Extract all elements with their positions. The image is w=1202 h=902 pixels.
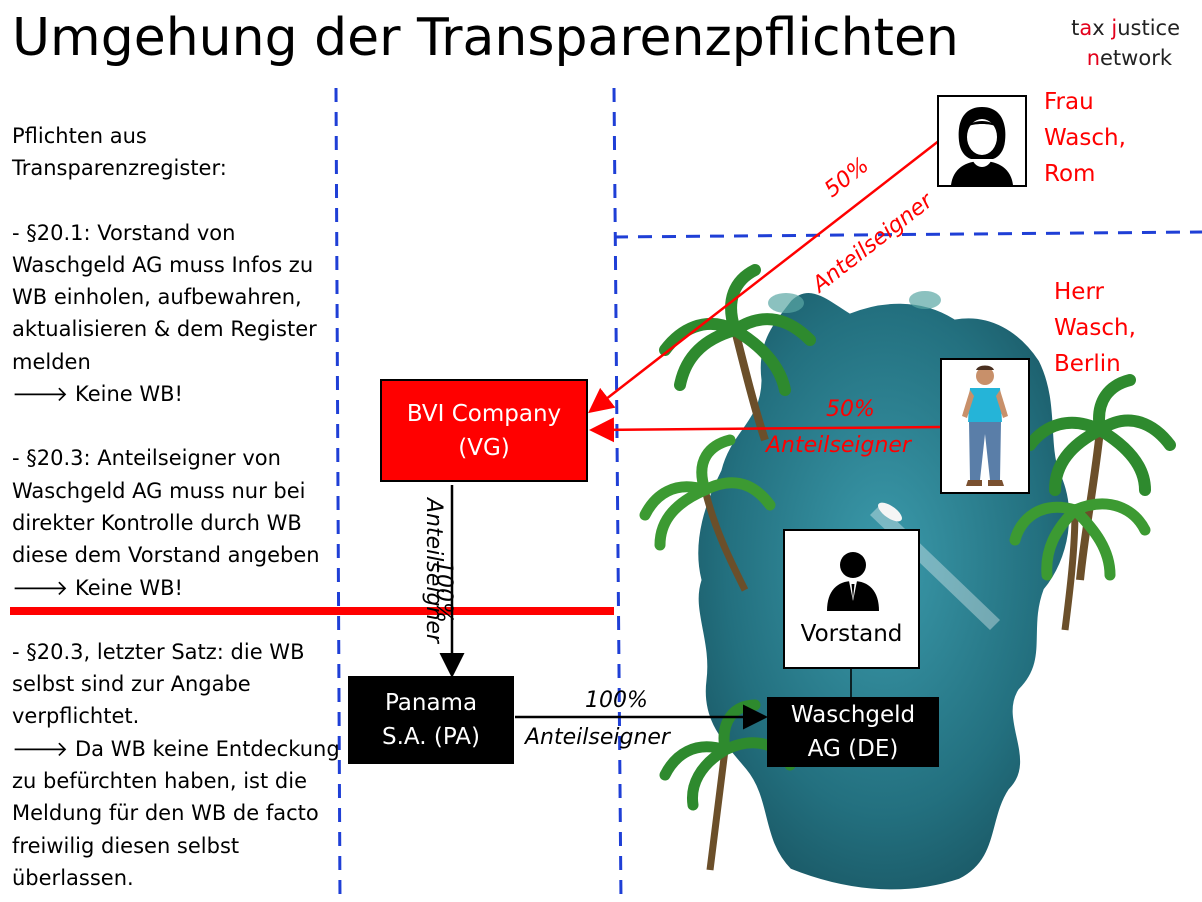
page-title: Umgehung der Transparenzpflichten xyxy=(12,8,959,68)
logo-text: etwork xyxy=(1100,46,1172,70)
waschgeld-ag-node: Waschgeld AG (DE) xyxy=(767,697,939,767)
logo-text: n xyxy=(1086,46,1101,70)
bvi-company-node: BVI Company (VG) xyxy=(380,379,588,482)
node-label: Vorstand xyxy=(800,621,903,647)
node-label: (VG) xyxy=(458,434,510,461)
palm-tree-icon xyxy=(1009,498,1151,631)
tax-justice-network-logo: tax justice network xyxy=(1056,14,1188,84)
text-line: - §20.3: Anteilseigner von xyxy=(12,446,281,471)
text-line: Meldung für den WB de facto xyxy=(12,801,319,826)
node-label: BVI Company xyxy=(406,400,562,427)
palm-tree-icon xyxy=(639,434,776,592)
text-line: Pflichten aus xyxy=(12,124,147,148)
label-line: Wasch, xyxy=(1054,315,1136,341)
woman-avatar-card xyxy=(937,95,1027,187)
woman-avatar-icon xyxy=(951,107,1013,185)
text-line: - §20.3, letzter Satz: die WB xyxy=(12,639,305,664)
herr-share-pct: 50% xyxy=(826,397,875,422)
text-line: Waschgeld AG muss Infos zu xyxy=(12,252,314,277)
node-label: AG (DE) xyxy=(807,736,899,762)
logo-text: x xyxy=(1092,16,1112,40)
node-label: Waschgeld xyxy=(790,702,916,728)
obligations-text: Pflichten aus Transparenzregister: - §20… xyxy=(12,120,342,894)
label-line: Berlin xyxy=(1054,351,1121,377)
man-photo-icon xyxy=(962,365,1008,486)
text-line: Transparenzregister: xyxy=(12,156,227,181)
text-line: 🡒 Da WB keine Entdeckung xyxy=(12,736,340,761)
node-label: Panama xyxy=(384,690,478,716)
businessman-icon xyxy=(827,552,879,611)
text-line: diese dem Vorstand angeben xyxy=(12,543,320,568)
text-line: aktualisieren & dem Register xyxy=(12,317,317,342)
arrow-frau-to-bvi xyxy=(588,139,941,414)
text-line: überlassen. xyxy=(12,865,134,890)
vorstand-node: Vorstand xyxy=(783,529,920,669)
island-shape xyxy=(768,293,804,313)
frau-wasch-label: Frau Wasch, Rom xyxy=(1044,84,1126,192)
pa-ag-label: Anteilseigner xyxy=(525,725,670,750)
pa-ag-pct: 100% xyxy=(585,688,648,713)
label-line: Herr xyxy=(1054,279,1104,305)
palm-tree-icon xyxy=(659,699,796,871)
text-line: zu befürchten haben, ist die xyxy=(12,769,307,794)
label-line: Frau xyxy=(1044,89,1094,115)
logo-text: t xyxy=(1071,16,1080,40)
horizontal-divider xyxy=(613,230,1202,239)
palm-tree-icon xyxy=(659,264,816,442)
text-line: verpflichtet. xyxy=(12,704,140,729)
herr-wasch-label: Herr Wasch, Berlin xyxy=(1054,274,1136,382)
logo-text: j xyxy=(1111,16,1118,40)
node-label: S.A. (PA) xyxy=(382,724,480,750)
bvi-pa-label: Anteilseigner xyxy=(421,498,446,643)
text-line: 🡒 Keine WB! xyxy=(12,382,183,407)
text-line: - §20.1: Vorstand von xyxy=(12,220,236,245)
arrow-herr-to-bvi xyxy=(589,417,943,443)
text-line: Waschgeld AG muss nur bei xyxy=(12,478,306,503)
island-shape xyxy=(909,291,941,309)
text-line: 🡒 Keine WB! xyxy=(12,575,183,600)
text-line: direkter Kontrolle durch WB xyxy=(12,510,302,535)
label-line: Rom xyxy=(1044,161,1096,187)
logo-text: a xyxy=(1079,16,1093,40)
label-line: Wasch, xyxy=(1044,125,1126,151)
logo-text: ustice xyxy=(1117,16,1180,40)
text-line: freiwilig diesen selbst xyxy=(12,833,240,858)
vertical-divider xyxy=(612,87,623,902)
vertical-divider xyxy=(334,87,342,902)
man-photo-card xyxy=(940,358,1030,494)
herr-share-label: Anteilseigner xyxy=(766,433,911,458)
text-line: melden xyxy=(12,349,91,374)
text-line: selbst sind zur Angabe xyxy=(12,672,251,697)
text-line: WB einholen, aufbewahren, xyxy=(12,285,302,310)
